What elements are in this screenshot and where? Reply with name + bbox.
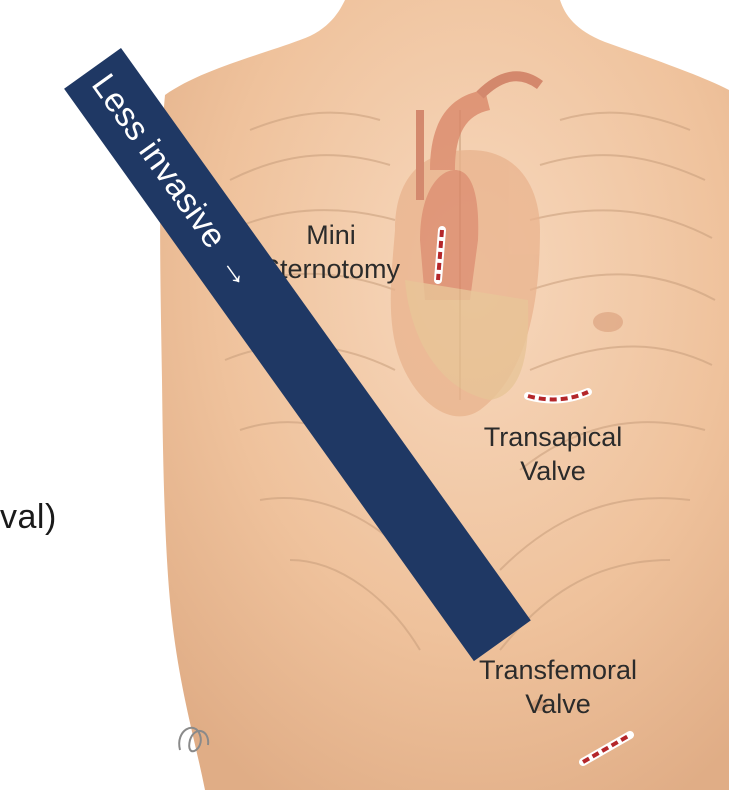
transfemoral-line2: Valve [448, 687, 668, 721]
transfemoral-line1: Transfemoral [448, 653, 668, 687]
mini-sternotomy-incision [438, 230, 442, 280]
right-arrow-icon: → [212, 246, 264, 296]
cropped-slide-text: val) [0, 498, 57, 537]
right-nipple [593, 312, 623, 332]
transapical-line2: Valve [458, 454, 648, 488]
transfemoral-valve-label: Transfemoral Valve [448, 653, 668, 721]
mini-sternotomy-line1: Mini [236, 218, 426, 252]
transapical-valve-label: Transapical Valve [458, 420, 648, 488]
transapical-line1: Transapical [458, 420, 648, 454]
